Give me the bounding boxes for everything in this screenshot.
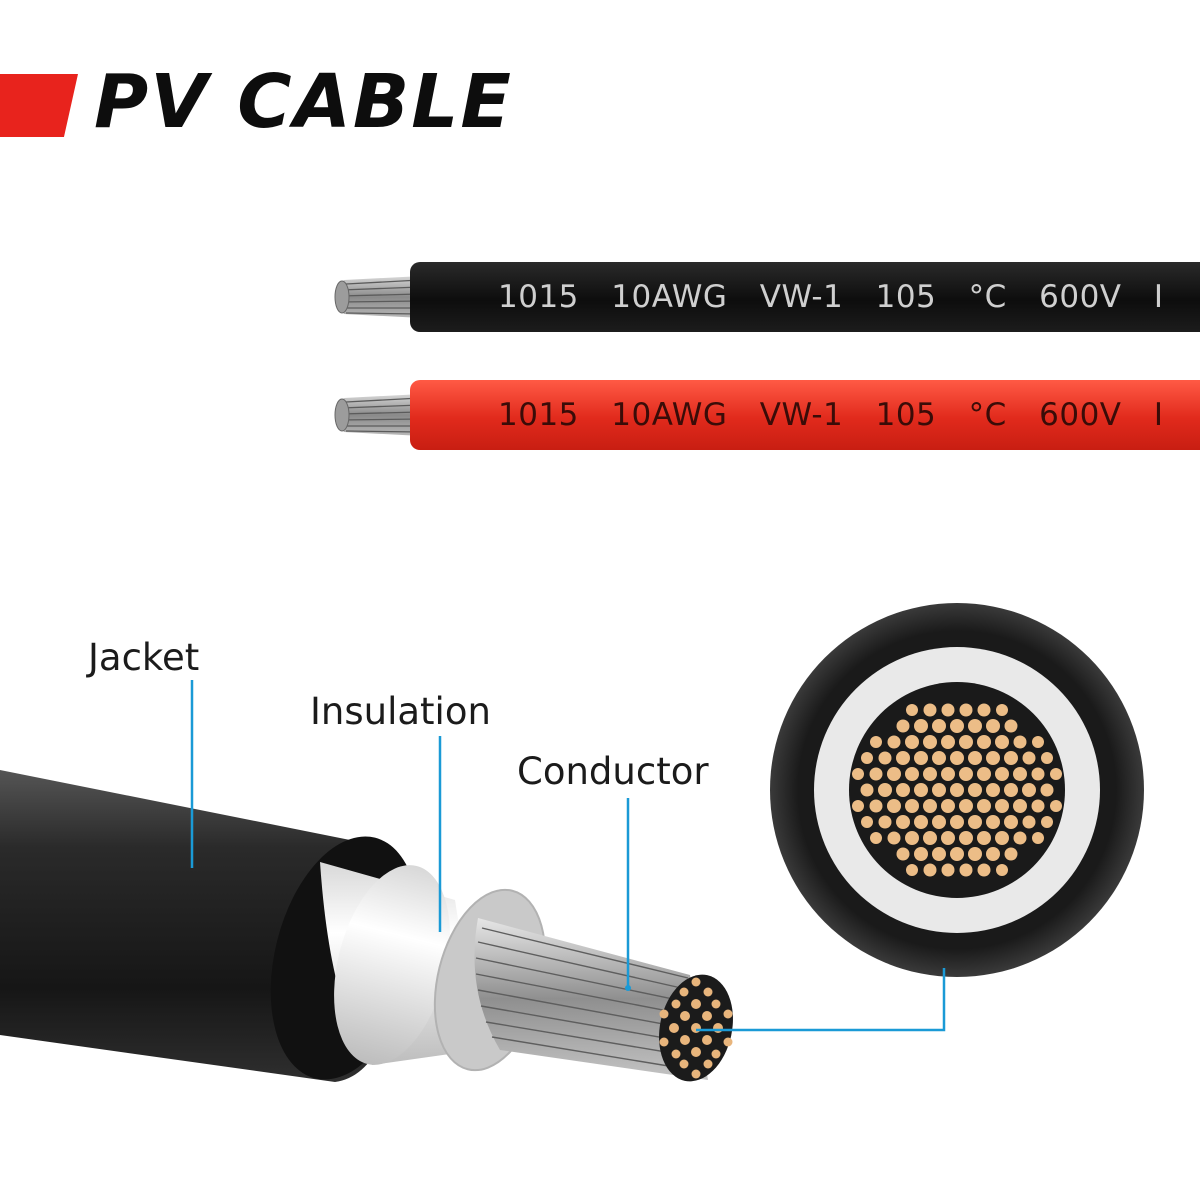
cable-cross-section-diagram (0, 603, 1144, 1082)
diagram-conductor-strands (474, 918, 733, 1082)
cross-section-leader-line (696, 968, 946, 1032)
black-cable-print: 1015 10AWG VW-1 105 °C 600V I (498, 279, 1164, 315)
cross-section-strands (852, 703, 1062, 877)
page-title: PV CABLE (94, 59, 513, 145)
black-cable-jacket (410, 262, 1200, 332)
black-cable: 1015 10AWG VW-1 105 °C 600V I (330, 262, 1200, 332)
red-cable-print: 1015 10AWG VW-1 105 °C 600V I (498, 397, 1164, 433)
red-cable: 1015 10AWG VW-1 105 °C 600V I (330, 380, 1200, 450)
conductor-label: Conductor (517, 750, 709, 793)
title-accent-bar (0, 74, 78, 137)
red-cable-jacket (410, 380, 1200, 450)
stripped-wire-strands-icon (334, 394, 422, 436)
insulation-label: Insulation (310, 690, 491, 733)
stripped-wire-strands-icon (334, 276, 422, 318)
diagram-cross-section (770, 603, 1144, 977)
label-leader-lines (190, 680, 946, 1032)
jacket-label: Jacket (88, 636, 200, 679)
diagram-conductor-end-strands (659, 977, 733, 1079)
conductor-leader-dot (625, 985, 631, 991)
